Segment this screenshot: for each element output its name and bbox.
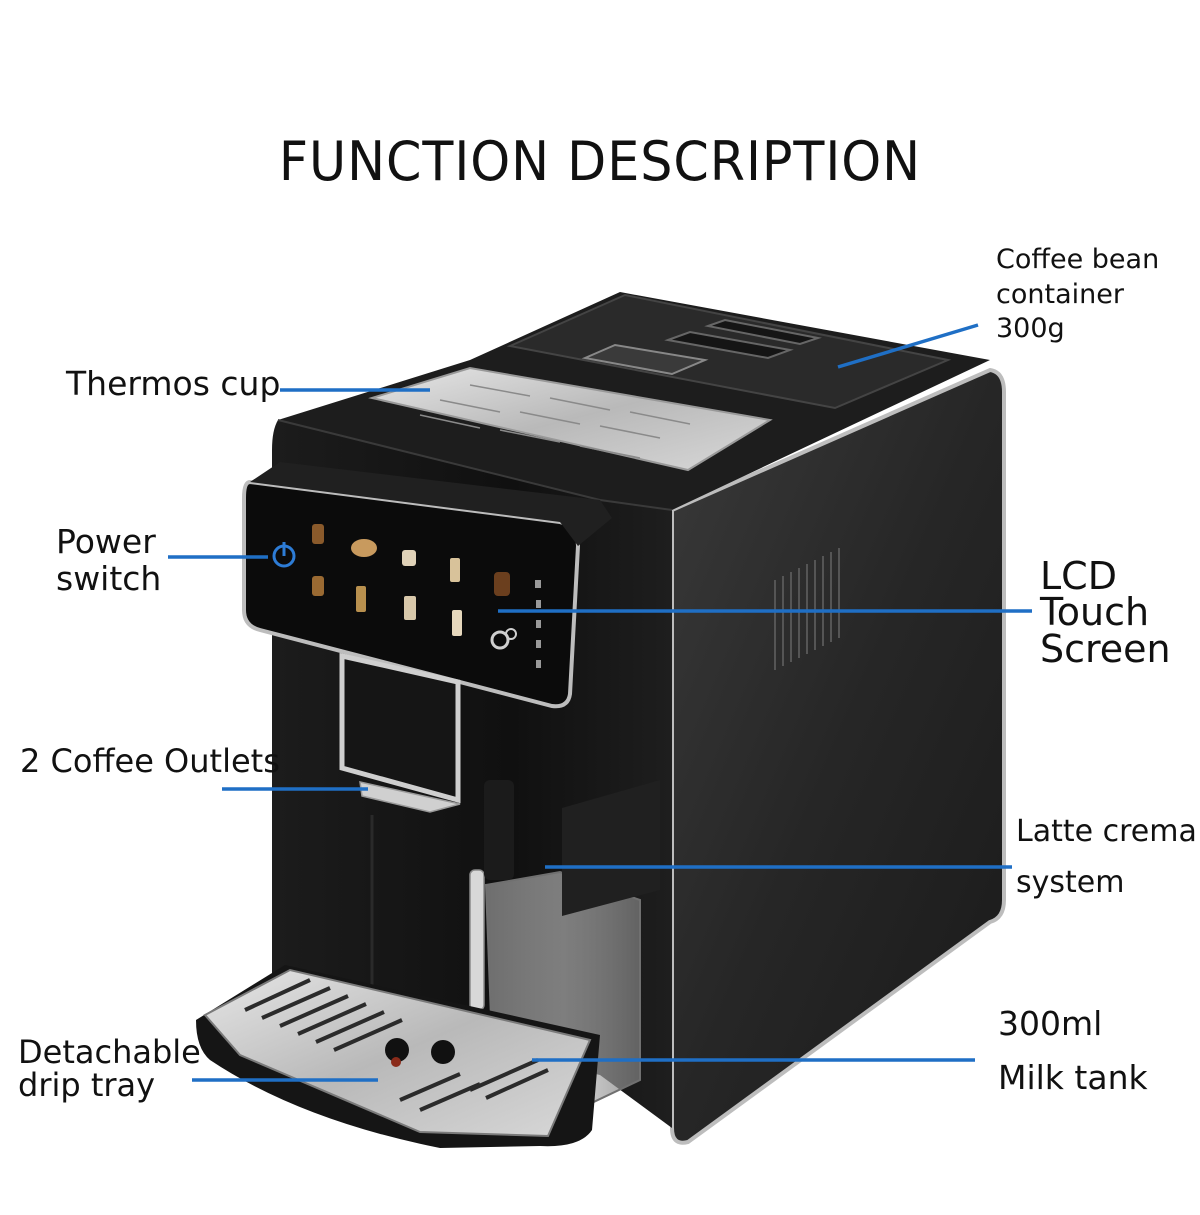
coffee-outlet [339,652,461,990]
cup-icon[interactable] [356,586,366,612]
cup-icon[interactable] [402,550,416,566]
label-milk-tank: Milk tank [998,1058,1148,1097]
top-surface [278,292,990,510]
page-title: FUNCTION DESCRIPTION [278,130,922,193]
leader-coffee-bean [837,323,979,369]
settings-icon[interactable] [490,628,517,650]
power-icon[interactable] [272,542,296,568]
cup-icon[interactable] [450,558,460,582]
drip-tray [196,965,600,1148]
bean-container-lid [581,318,822,376]
side-vent [774,548,840,670]
label-power-switch: Power switch [56,522,162,598]
label-thermos-cup: Thermos cup [66,364,281,403]
cup-icon[interactable] [351,539,377,557]
label-latte-system: system [1016,865,1125,900]
label-coffee-bean-container: Coffee bean container 300g [996,244,1160,345]
label-coffee-outlets: 2 Coffee Outlets [20,742,280,780]
label-drip-tray: Detachable drip tray [18,1033,201,1104]
control-panel [242,462,612,709]
label-milk-volume: 300ml [998,1004,1103,1043]
label-latte-crema: Latte crema [1016,814,1197,849]
cup-icon[interactable] [312,524,324,544]
cup-icon[interactable] [312,576,324,596]
drink-icons [312,524,517,650]
label-lcd-touch-screen: LCD Touch Screen [1040,554,1171,671]
status-icons [535,580,541,668]
cup-icon[interactable] [494,572,510,596]
cup-icon[interactable] [452,610,462,636]
cup-icon[interactable] [404,596,416,620]
thermos-cup-warmer [368,366,773,472]
side-panel [670,367,1006,1145]
leader-lines [168,323,1032,1082]
